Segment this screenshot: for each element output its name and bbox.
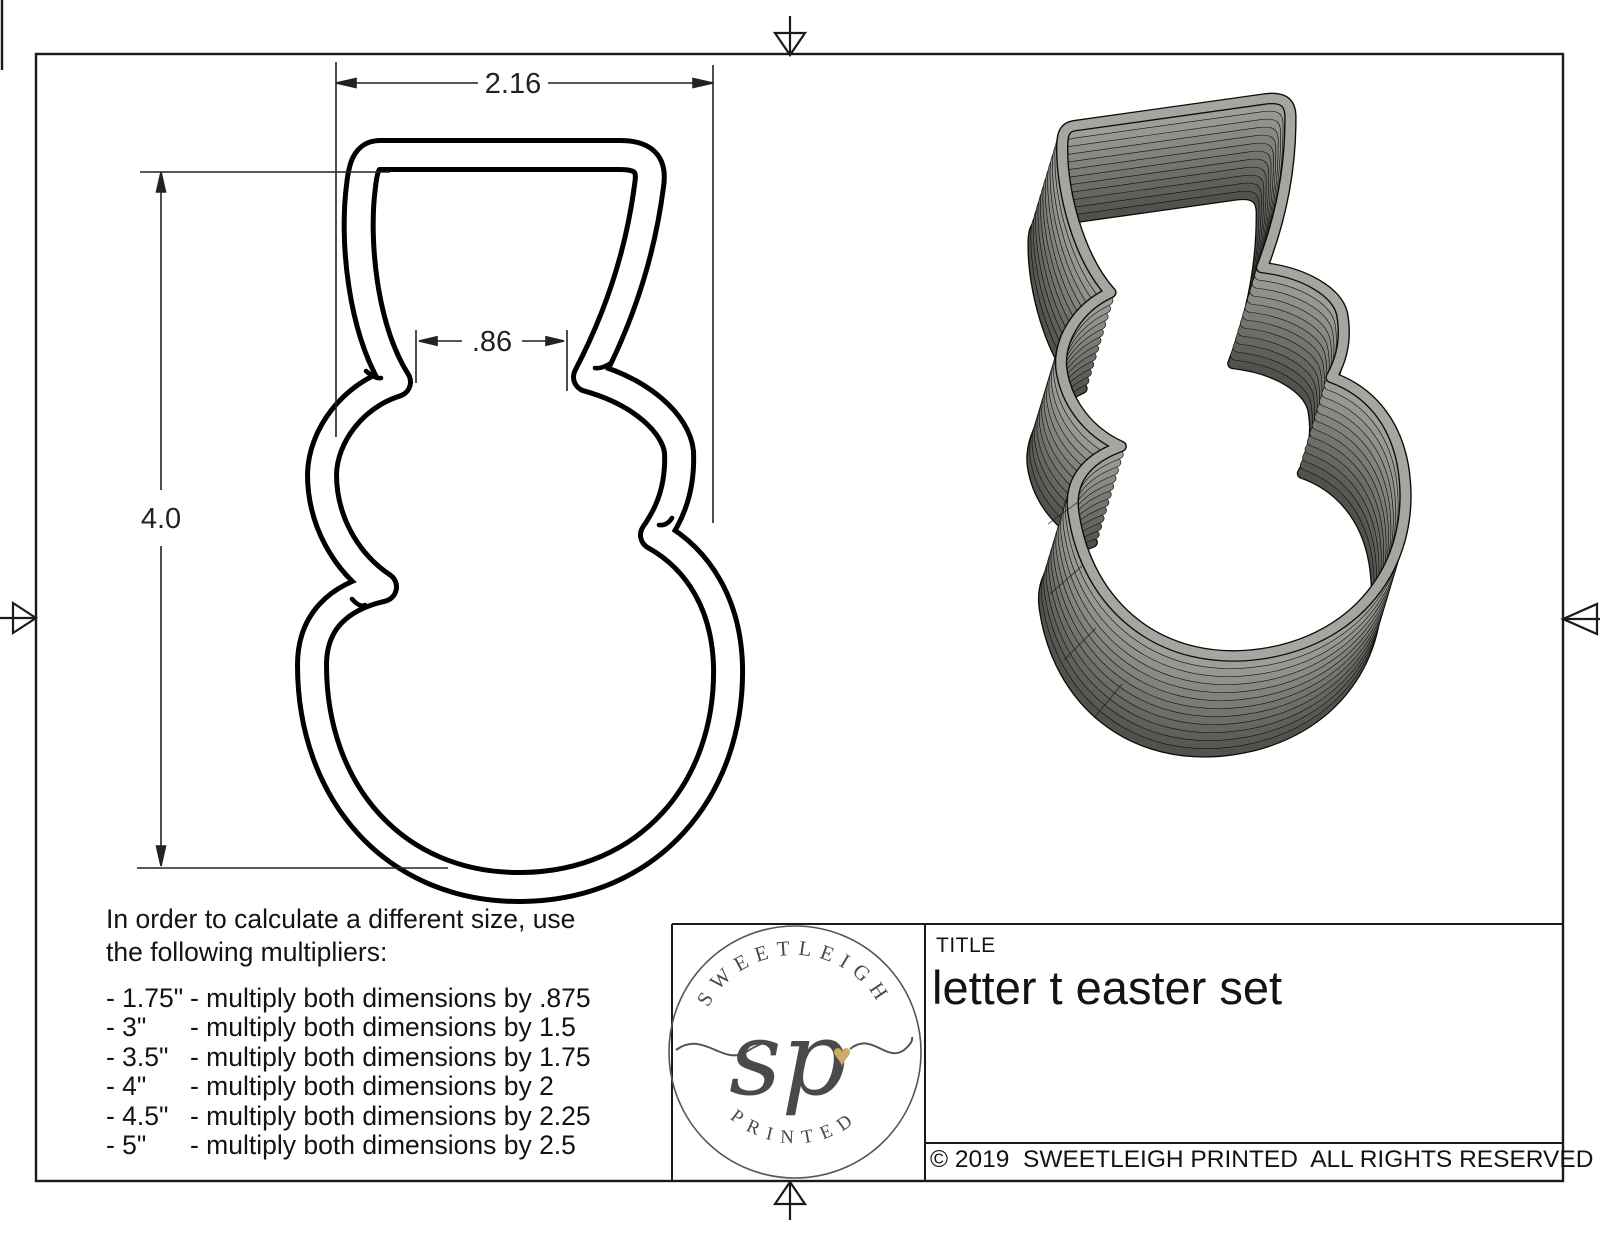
cutter-3d-seam-lines bbox=[1047, 501, 1123, 719]
multiplier-list: - 1.75" - multiply both dimensions by .8… bbox=[106, 983, 591, 1161]
arrowhead-icon bbox=[155, 845, 167, 867]
cutter-outline-2d bbox=[312, 155, 728, 887]
arrowhead-icon bbox=[545, 335, 565, 347]
junction-tips bbox=[349, 360, 675, 609]
dimension-width: 2.16 bbox=[335, 62, 714, 523]
registration-mark-right-icon bbox=[1560, 602, 1600, 636]
brand-logo: SWEETLEIGH PRINTED sp ♥ bbox=[668, 925, 922, 1179]
title-block bbox=[671, 923, 1563, 1181]
scaling-note-line1: In order to calculate a different size, … bbox=[106, 904, 576, 934]
list-item: - 4.5" - multiply both dimensions by 2.2… bbox=[106, 1100, 591, 1131]
page-title: letter t easter set bbox=[932, 961, 1283, 1014]
arrowhead-icon bbox=[335, 77, 357, 89]
dimension-height: 4.0 bbox=[137, 171, 448, 869]
logo-circle bbox=[668, 925, 922, 1179]
registration-marks bbox=[0, 16, 1600, 1220]
logo-monogram: sp bbox=[729, 1000, 847, 1119]
scaling-note: In order to calculate a different size, … bbox=[106, 903, 575, 969]
dimension-inner-width: .86 bbox=[415, 326, 568, 391]
registration-mark-left-icon bbox=[0, 600, 39, 636]
dimension-inner-width-label: .86 bbox=[472, 326, 512, 358]
list-item: - 1.75" - multiply both dimensions by .8… bbox=[106, 983, 591, 1013]
arrowhead-icon bbox=[692, 77, 714, 89]
list-item: - 3" - multiply both dimensions by 1.5 bbox=[106, 1012, 576, 1043]
copyright-text: © 2019 SWEETLEIGH PRINTED ALL RIGHTS RES… bbox=[930, 1146, 1594, 1173]
list-item: - 3.5" - multiply both dimensions by 1.7… bbox=[106, 1041, 591, 1072]
logo-swash bbox=[675, 1036, 914, 1057]
arrowhead-icon bbox=[155, 171, 167, 193]
registration-mark-top-icon bbox=[772, 16, 808, 57]
title-block-label: TITLE bbox=[936, 934, 996, 957]
scaling-note-line2: the following multipliers: bbox=[106, 937, 388, 967]
dimension-width-label: 2.16 bbox=[485, 68, 541, 100]
arrowhead-icon bbox=[418, 335, 438, 347]
heart-icon: ♥ bbox=[833, 1037, 852, 1073]
list-item: - 5" - multiply both dimensions by 2.5 bbox=[106, 1130, 576, 1161]
cutter-3d-render bbox=[991, 87, 1426, 773]
dimension-height-label: 4.0 bbox=[141, 503, 181, 535]
registration-mark-bottom-icon bbox=[772, 1180, 808, 1220]
list-item: - 4" - multiply both dimensions by 2 bbox=[106, 1071, 554, 1102]
